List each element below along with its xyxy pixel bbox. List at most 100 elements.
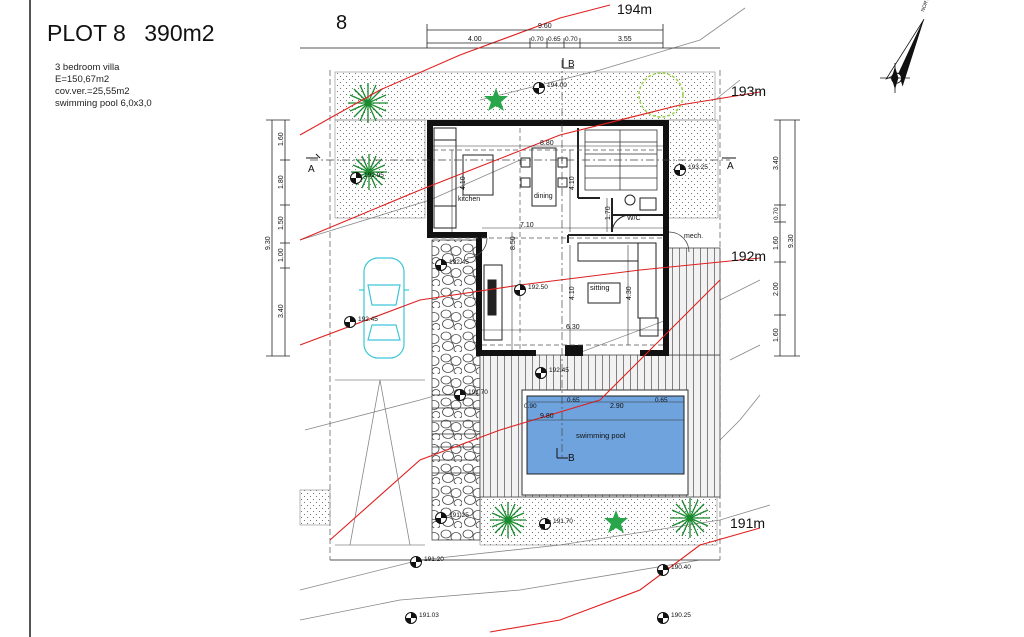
dim-630: 6.30 (566, 324, 580, 331)
dim-left-b: 1.80 (278, 175, 285, 189)
dim-410c: 4.10 (569, 286, 576, 300)
plot-title: PLOT 8 390m2 (47, 20, 215, 47)
level-label: 190.25 (671, 612, 691, 619)
plot-label: PLOT 8 (47, 20, 126, 46)
section-a-left-marker (306, 153, 321, 159)
side-deck (667, 247, 721, 356)
star-shrubs (484, 88, 628, 533)
level-marker: 191.03 (405, 612, 439, 624)
level-label: 191.03 (419, 612, 439, 619)
contour-label-193: 193m (731, 83, 766, 99)
contour-label-194: 194m (617, 1, 652, 17)
dim-065b: 0.65 (655, 397, 668, 404)
dim-left-total: 9.30 (265, 236, 272, 250)
dim-left-d: 1.00 (278, 248, 285, 262)
section-a-left: A (308, 164, 315, 175)
plot-area: 390m2 (144, 20, 215, 46)
interior-dimension-lines (433, 145, 684, 421)
garden-top (334, 71, 716, 121)
section-b-bottom: B (568, 453, 575, 464)
room-dining: dining (534, 193, 553, 200)
garden-bottom (479, 496, 718, 546)
room-kitchen: kitchen (458, 196, 480, 203)
desc-line: cov.ver.=25,55m2 (55, 86, 130, 97)
level-label: 192.45 (549, 367, 569, 374)
dim-710: 7.10 (520, 222, 534, 229)
interior-walls (567, 128, 663, 243)
left-dimension-lines (266, 119, 290, 357)
dim-right-e: 1.60 (773, 328, 780, 342)
section-b-top: B (568, 59, 575, 70)
level-label: 193.25 (688, 164, 708, 171)
dim-430: 4.30 (626, 286, 633, 300)
level-marker: 192.95 (350, 172, 384, 184)
door-swings (466, 231, 690, 259)
level-marker: 193.25 (674, 164, 708, 176)
dim-065a: 0.65 (567, 397, 580, 404)
dim-410b: 4.10 (569, 176, 576, 190)
level-label: 191.70 (468, 389, 488, 396)
dim-top-3: 0.65 (548, 36, 561, 43)
room-pool: swimming pool (576, 431, 626, 440)
dim-left-c: 1.50 (278, 216, 285, 230)
palm-plants (348, 83, 710, 538)
garden-left (334, 119, 426, 219)
swimming-pool (526, 395, 685, 475)
dim-top-4: 0.70 (565, 36, 578, 43)
level-marker: 190.40 (657, 564, 691, 576)
dim-090: 0.90 (524, 403, 537, 410)
section-a-right: A (727, 161, 734, 172)
dim-right-d: 2.00 (773, 282, 780, 296)
compass-rose-icon (880, 63, 910, 93)
level-markers: 194.00 193.25 192.95 192.45 192.50 192.45 192.… (344, 82, 708, 624)
dim-410a: 4.10 (460, 176, 467, 190)
house-walls (427, 120, 669, 356)
plot-number: 8 (336, 12, 348, 34)
dim-850: 8.50 (510, 236, 517, 250)
dim-290: 2.90 (610, 403, 624, 410)
villa-description: 3 bedroom villa E=150,67m2 cov.ver.=25,5… (55, 62, 152, 110)
level-label: 192.95 (364, 172, 384, 179)
car-outline (359, 257, 409, 359)
room-sitting: sitting (590, 283, 610, 292)
garden-bottom-left (299, 489, 331, 526)
level-marker: 194.00 (533, 82, 567, 94)
room-mech: mech. (684, 233, 703, 240)
dim-right-b: 0.70 (773, 207, 780, 220)
dim-880: 8.80 (540, 140, 554, 147)
desc-line: swimming pool 6,0x3,0 (55, 98, 152, 109)
contour-label-192: 192m (731, 248, 766, 264)
kitchen-counter (433, 127, 494, 229)
level-label: 192.45 (449, 259, 469, 266)
tree-canopy (638, 72, 684, 118)
dim-top-total: 9.60 (538, 23, 552, 30)
dim-right-total: 9.30 (788, 234, 795, 248)
level-label: 191.25 (449, 512, 469, 519)
level-label: 191.20 (424, 556, 444, 563)
level-marker: 192.45 (535, 367, 569, 379)
compass-label: NORTH (920, 0, 932, 13)
level-marker: 192.45 (435, 259, 469, 271)
dim-top-5: 3.55 (618, 36, 632, 43)
fireplace (483, 264, 503, 341)
level-label: 191.70 (553, 518, 573, 525)
level-label: 192.50 (528, 284, 548, 291)
level-marker: 190.25 (657, 612, 691, 624)
dim-left-e: 3.40 (278, 304, 285, 318)
dining-table (520, 147, 568, 207)
level-marker: 191.20 (410, 556, 444, 568)
dim-top-2: 0.70 (531, 36, 544, 43)
ceiling-lines (433, 128, 663, 350)
level-marker: 192.45 (344, 316, 378, 328)
level-label: 190.40 (671, 564, 691, 571)
top-dimension-lines (426, 24, 664, 48)
level-label: 194.00 (547, 82, 567, 89)
right-dimension-lines (774, 119, 800, 357)
level-label: 192.45 (358, 316, 378, 323)
sofa (577, 242, 659, 337)
contour-label-191: 191m (730, 515, 765, 531)
level-marker: 192.50 (514, 284, 548, 296)
dim-right-a: 3.40 (773, 156, 780, 170)
section-b-bottom-marker (556, 448, 568, 459)
